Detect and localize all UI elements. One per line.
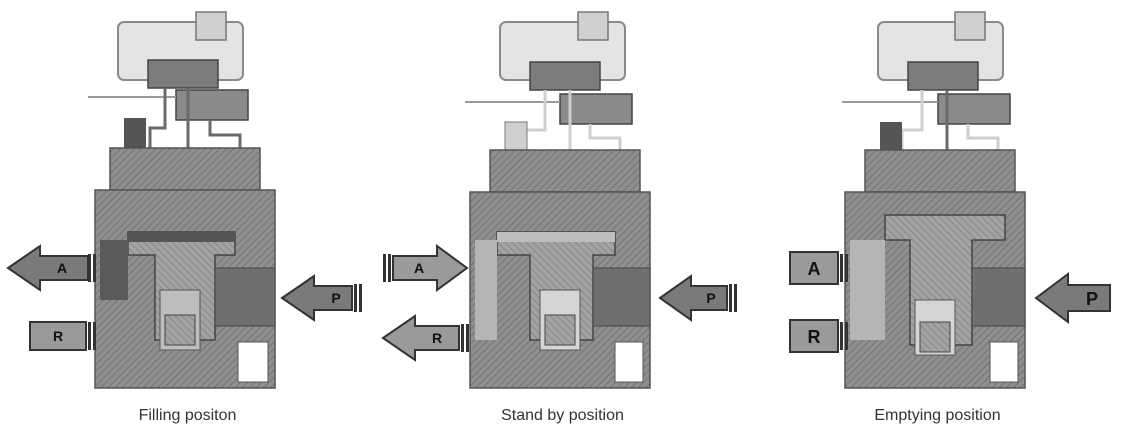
port-a-box: A [789, 251, 848, 285]
caption-standby: Stand by position [501, 407, 624, 424]
upper-body [489, 149, 641, 193]
piston-top [128, 232, 235, 242]
spring [544, 314, 576, 346]
port-a-arrow: A [383, 244, 469, 292]
port-r-arrow: R [381, 314, 469, 362]
piston-top [497, 232, 615, 242]
pilot-connector [124, 118, 146, 148]
port-r-box: R [789, 319, 848, 353]
p-chamber [971, 267, 1026, 327]
valve-diagram-standby: A R P [381, 11, 737, 389]
port-r-label: R [808, 327, 821, 347]
solenoid-head [842, 11, 1011, 125]
port-p-arrow: P [280, 274, 362, 322]
port-p-arrow: P [1034, 272, 1111, 324]
body-cutout [614, 341, 644, 383]
valve-diagram-filling: A R P [6, 11, 362, 389]
port-p-label: P [331, 290, 340, 306]
a-chamber [850, 240, 885, 340]
solenoid-head [88, 11, 249, 121]
pilot-connector [880, 122, 902, 152]
port-a-label: A [57, 260, 67, 276]
port-r-label: R [53, 328, 63, 344]
port-p-arrow: P [658, 274, 737, 322]
port-a-label: A [808, 259, 821, 279]
port-r-label: R [432, 330, 442, 346]
port-p-label: P [706, 290, 715, 306]
panel-filling: A R P Filling positon [0, 0, 375, 433]
solenoid-head [465, 11, 633, 125]
upper-body [864, 149, 1016, 193]
p-chamber [592, 267, 651, 327]
panel-standby: A R P Stand by position [375, 0, 750, 433]
port-a-arrow: A [6, 244, 96, 292]
body-cutout [989, 341, 1019, 383]
caption-emptying: Emptying position [874, 407, 1001, 424]
panel-emptying: A R P Emptying position [750, 0, 1125, 433]
port-p-label: P [1086, 289, 1098, 309]
valve-diagram-emptying: A R P [789, 11, 1111, 389]
spring [919, 321, 951, 353]
a-chamber [475, 240, 497, 340]
port-r-box: R [29, 321, 96, 351]
a-chamber [100, 240, 128, 300]
upper-body [109, 147, 261, 191]
pilot-connector [504, 121, 528, 153]
p-chamber [214, 267, 276, 327]
port-a-label: A [414, 260, 424, 276]
spring [164, 314, 196, 346]
body-cutout [237, 341, 269, 383]
caption-filling: Filling positon [138, 407, 237, 424]
